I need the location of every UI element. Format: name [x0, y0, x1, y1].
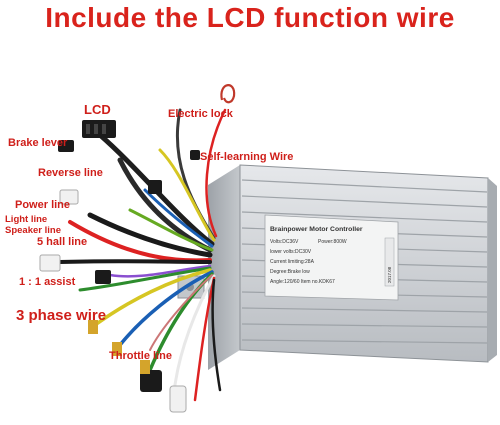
- label-phase-wire: 3 phase wire: [16, 307, 107, 324]
- plate-angle: Angle:120/60 Item no.KDK67: [270, 279, 335, 285]
- connectors: [39, 120, 200, 413]
- plate-volts: Volts:DC36V: [270, 239, 299, 245]
- reverse-connector: [148, 180, 162, 194]
- throttle-connector: [140, 370, 162, 392]
- plate-date: 2017.08: [387, 266, 392, 283]
- label-assist: 1 : 1 assist: [19, 276, 76, 288]
- plate-lower-volts: lower volts:DC30V: [270, 249, 312, 255]
- label-throttle-line: Throttle line: [109, 350, 172, 362]
- plate-title: Brainpower Motor Controller: [270, 226, 363, 233]
- phase-terminals: [88, 320, 150, 374]
- lcd-connector: [82, 120, 116, 138]
- label-plate: Brainpower Motor Controller Volts:DC36V …: [264, 214, 399, 301]
- label-lcd: LCD: [84, 102, 111, 117]
- label-reverse-line: Reverse line: [38, 167, 103, 179]
- hall-connector: [39, 254, 61, 272]
- label-electric-lock: Electric lock: [168, 108, 233, 120]
- electric-lock-loop: [220, 84, 236, 104]
- label-self-learning: Self-learning Wire: [200, 151, 294, 163]
- label-power-line: Power line: [15, 199, 71, 211]
- label-hall-line: 5 hall line: [37, 236, 88, 248]
- plate-degree: Degree:Brake low: [270, 269, 310, 275]
- assist-connector: [95, 270, 111, 284]
- label-light-line: Light line: [5, 214, 48, 225]
- label-brake-lever: Brake lever: [8, 137, 68, 149]
- headline: Include the LCD function wire: [45, 2, 455, 33]
- power-connector: [59, 189, 79, 205]
- brake-connector: [58, 140, 74, 152]
- self-learning-connector: [190, 150, 200, 160]
- plate-current: Current limiting:28A: [270, 259, 315, 265]
- label-speaker-line: Speaker line: [5, 225, 61, 236]
- plate-power: Power:800W: [318, 239, 347, 245]
